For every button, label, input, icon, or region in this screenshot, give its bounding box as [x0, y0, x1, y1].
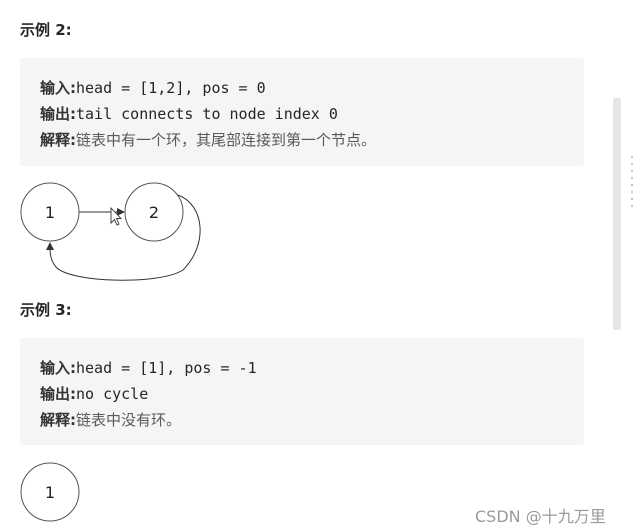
example-3-output-row: 输出:no cycle — [40, 381, 584, 407]
output-value: no cycle — [76, 385, 149, 403]
node-2-label: 2 — [149, 203, 159, 222]
example-2-explain-row: 解释:链表中有一个环，其尾部连接到第一个节点。 — [40, 127, 584, 153]
explain-label: 解释: — [40, 411, 76, 429]
node-1-label: 1 — [45, 203, 55, 222]
example-2-input-row: 输入:head = [1,2], pos = 0 — [40, 75, 584, 101]
cycle-back-arrow-head — [46, 242, 54, 250]
example-2-output-row: 输出:tail connects to node index 0 — [40, 101, 584, 127]
example-3-title: 示例 3: — [20, 301, 72, 319]
drag-handle-icon[interactable] — [630, 156, 634, 212]
cursor-pointer-icon — [110, 206, 123, 226]
node-1-label: 1 — [45, 483, 55, 502]
cycle-back-arrow-line — [49, 194, 201, 281]
vertical-scrollbar[interactable] — [613, 98, 621, 330]
example-3-linked-list-diagram: 1 — [20, 462, 80, 522]
example-2-linked-list-diagram: 1 2 — [20, 182, 201, 281]
output-value: tail connects to node index 0 — [76, 105, 338, 123]
input-value: head = [1], pos = -1 — [76, 359, 257, 377]
example-2-box: 输入:head = [1,2], pos = 0 输出:tail connect… — [20, 58, 584, 166]
input-value: head = [1,2], pos = 0 — [76, 79, 266, 97]
arrow-1-to-2-head — [117, 208, 125, 216]
node-1-circle — [20, 462, 80, 522]
output-label: 输出: — [40, 385, 76, 403]
input-label: 输入: — [40, 359, 76, 377]
example-3-explain-row: 解释:链表中没有环。 — [40, 407, 584, 433]
explain-value: 链表中没有环。 — [76, 411, 182, 429]
explain-label: 解释: — [40, 131, 76, 149]
example-2-title: 示例 2: — [20, 21, 72, 39]
explain-value: 链表中有一个环，其尾部连接到第一个节点。 — [76, 131, 377, 149]
input-label: 输入: — [40, 79, 76, 97]
example-3-box: 输入:head = [1], pos = -1 输出:no cycle 解释:链… — [20, 338, 584, 445]
output-label: 输出: — [40, 105, 76, 123]
csdn-watermark: CSDN @十九万里 — [475, 507, 606, 526]
example-3-input-row: 输入:head = [1], pos = -1 — [40, 355, 584, 381]
